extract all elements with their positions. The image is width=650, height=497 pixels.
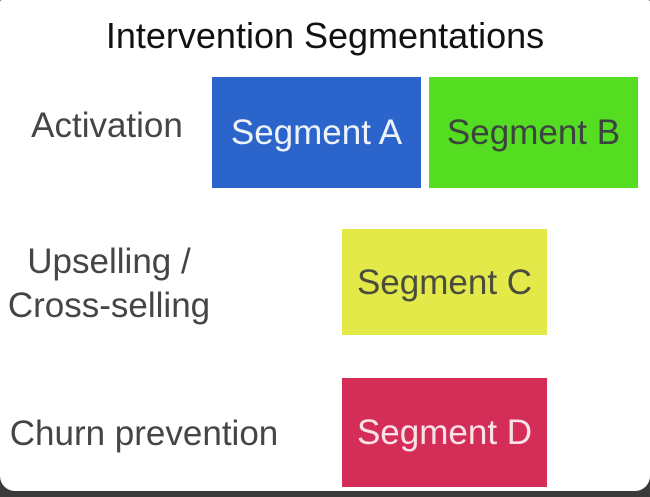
segment-a-label: Segment A: [230, 113, 403, 152]
row-label-activation: Activation: [0, 104, 214, 148]
segment-b-label: Segment B: [446, 113, 621, 152]
segment-a-box: Segment A: [212, 77, 421, 188]
row-label-upselling-line-1: Upselling /: [27, 242, 191, 281]
row-label-upselling-line-2: Cross-selling: [7, 286, 211, 325]
segment-d-label: Segment D: [356, 413, 533, 452]
row-label-churn-prevention: Churn prevention: [0, 412, 288, 456]
row-label-activation-line: Activation: [31, 106, 183, 145]
segment-d-box: Segment D: [342, 378, 547, 487]
segment-c-label: Segment C: [356, 262, 533, 302]
row-label-upselling-cross-selling: Upselling / Cross-selling: [0, 240, 218, 328]
segment-c-box: Segment C: [342, 229, 547, 335]
segment-b-box: Segment B: [429, 77, 638, 188]
row-label-churn-line: Churn prevention: [9, 414, 279, 453]
figure-title: Intervention Segmentations: [105, 15, 545, 56]
